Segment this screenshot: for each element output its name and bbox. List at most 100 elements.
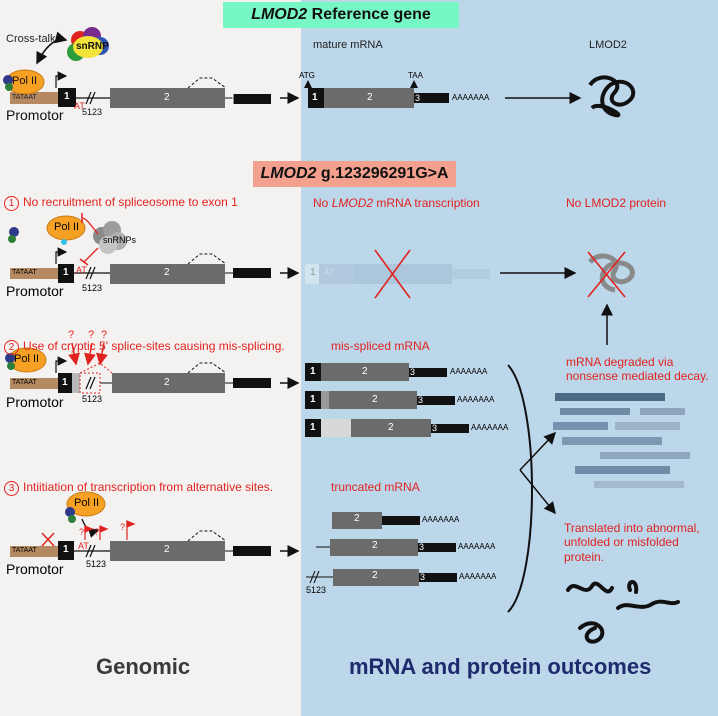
m1-exon3: 3 — [410, 367, 416, 377]
s1-exon3: 3 — [234, 267, 240, 277]
s2-pos: 5123 — [82, 394, 103, 404]
exon1-label: 1 — [64, 91, 70, 102]
at-label: AT — [74, 101, 85, 111]
t2-exon2: 2 — [372, 540, 378, 551]
s3-exon1: 1 — [63, 544, 69, 555]
s1-tata-label: TATAAT — [12, 269, 37, 276]
protein-title: LMOD2 — [589, 39, 627, 51]
t3-exon3: 3 — [420, 572, 426, 582]
truncated-mrna-2 — [316, 539, 456, 556]
t3-pos: 5123 — [306, 585, 327, 595]
question-mark-1: ? — [68, 329, 75, 341]
s3-promotor: Promotor — [6, 561, 64, 577]
translated-caption: Translated into abnormal, unfolded or mi… — [564, 521, 700, 564]
t2-poly: AAAAAAA — [458, 542, 496, 551]
s3-pos: 5123 — [86, 559, 107, 569]
scenario1-gene-model — [10, 247, 271, 284]
scenario3-mrna-caption: truncated mRNA — [331, 480, 420, 494]
snrnp-cluster — [67, 27, 109, 61]
m1-poly: AAAAAAA — [450, 367, 488, 376]
outcome-bracket — [507, 364, 533, 613]
outcomes-panel — [301, 0, 718, 716]
misspliced-mrna-2 — [305, 391, 455, 409]
s1-snrnps-label: snRNPs — [103, 235, 137, 245]
poly-a-tail: AAAAAAA — [452, 93, 490, 102]
mature-mrna-title: mature mRNA — [313, 39, 383, 51]
truncated-mrna-1 — [332, 512, 420, 529]
s3-at: AT — [78, 541, 89, 551]
s2-tata-label: TATAAT — [12, 379, 37, 386]
m3-poly: AAAAAAA — [471, 423, 509, 432]
inhibit-line — [81, 217, 99, 235]
pol-label: Pol II — [12, 75, 38, 87]
tata-label: TATAAT — [12, 94, 37, 101]
t3-exon2: 2 — [372, 570, 378, 581]
scenario1-protein-caption: No LMOD2 protein — [566, 196, 667, 210]
s3-exon3: 3 — [234, 545, 240, 555]
cross-out-icon — [374, 249, 411, 299]
variant-header: LMOD2 g.123296291G>A — [253, 161, 456, 187]
s1-faded-exon1: 1 — [310, 267, 316, 278]
cryptic-site-arrows — [68, 342, 108, 366]
atg-label: ATG — [299, 71, 315, 80]
m1-exon2: 2 — [362, 366, 368, 377]
crosstalk-arrow-back — [36, 38, 67, 65]
t1-exon2: 2 — [354, 513, 360, 524]
crosstalk-label: Cross-talk — [6, 33, 56, 45]
mature-mrna — [304, 80, 449, 108]
s1-pol-label: Pol II — [54, 221, 80, 233]
s1-exon1: 1 — [63, 267, 69, 278]
exon2-label: 2 — [164, 92, 170, 103]
alt-start-flags — [84, 520, 136, 540]
reference-gene-model — [10, 71, 271, 108]
folded-protein-icon — [588, 75, 636, 118]
misfolded-proteins — [566, 580, 680, 644]
s2-promotor: Promotor — [6, 394, 64, 410]
mrna-exon1: 1 — [312, 92, 318, 103]
mrna-exon2: 2 — [367, 92, 373, 103]
t1-poly: AAAAAAA — [422, 515, 460, 524]
taa-label: TAA — [408, 71, 423, 80]
question-mark-3: ? — [101, 329, 108, 341]
s1-pos: 5123 — [82, 283, 103, 293]
truncated-mrna-3 — [306, 569, 457, 586]
genomic-panel — [0, 0, 301, 716]
s3-exon2: 2 — [164, 544, 170, 555]
s3-pol-label: Pol II — [74, 497, 100, 509]
s3-tata-label: TATAAT — [12, 547, 37, 554]
scenario3-pol-ii — [65, 491, 106, 538]
pol-ii-complex — [3, 69, 45, 95]
nmd-caption: mRNA degraded via nonsense mediated deca… — [566, 355, 709, 384]
m3-exon2: 2 — [388, 422, 394, 433]
m1-exon1: 1 — [310, 366, 316, 377]
m2-exon2: 2 — [372, 394, 378, 405]
scenario2-pol-ii — [5, 347, 47, 373]
footer-outcomes: mRNA and protein outcomes — [349, 654, 652, 679]
nmd-fragments — [553, 393, 690, 488]
t2-exon3: 3 — [419, 542, 425, 552]
misspliced-mrna-1 — [305, 363, 447, 381]
scenario3-gene-model — [10, 530, 271, 561]
question-mark-2: ? — [88, 329, 95, 341]
s1-at: AT — [76, 265, 87, 275]
snrnp-label: snRNP — [76, 41, 109, 52]
no-protein-icon — [587, 251, 635, 298]
scenario2-mrna-caption: mis-spliced mRNA — [331, 339, 430, 353]
reference-gene-header: LMOD2 Reference gene — [223, 2, 459, 28]
m2-exon1: 1 — [310, 394, 316, 405]
s1-faded-at: AT — [324, 267, 335, 277]
mrna-exon3: 3 — [415, 93, 421, 103]
s2-exon1: 1 — [62, 377, 68, 388]
s2-exon2: 2 — [164, 377, 170, 388]
scenario2-gene-model — [10, 356, 271, 394]
scenario1-pol-ii — [8, 215, 86, 245]
m2-exon3: 3 — [418, 395, 424, 405]
t3-poly: AAAAAAA — [459, 572, 497, 581]
s2-exon3: 3 — [234, 377, 240, 387]
s1-promotor: Promotor — [6, 283, 64, 299]
alt-q2: ? — [94, 527, 100, 537]
